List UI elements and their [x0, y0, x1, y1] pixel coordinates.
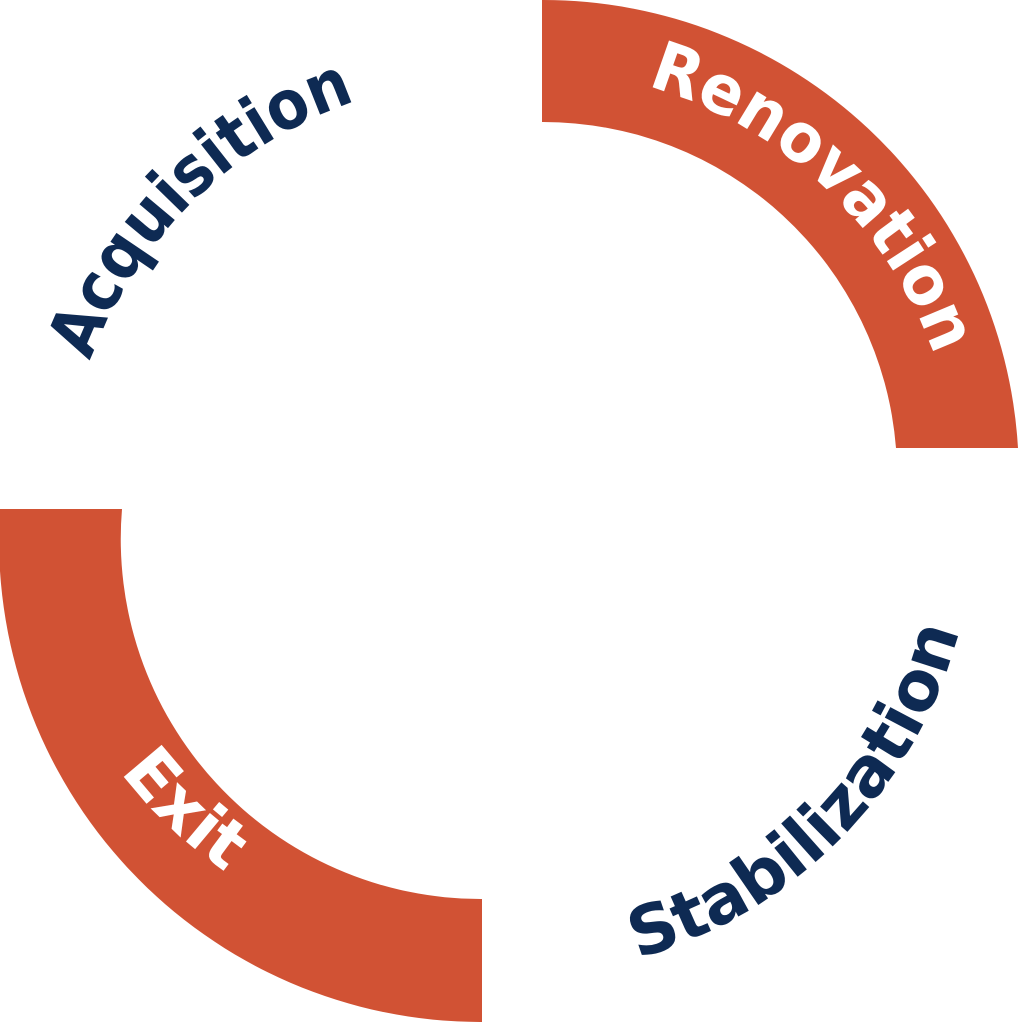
- renovation-label: Renovation: [642, 27, 993, 362]
- exit-segment: [0, 509, 482, 1022]
- renovation-segment: [542, 0, 1018, 448]
- acquisition-label: Acquisition: [33, 43, 362, 368]
- stabilization-label: Stabilization: [618, 612, 976, 975]
